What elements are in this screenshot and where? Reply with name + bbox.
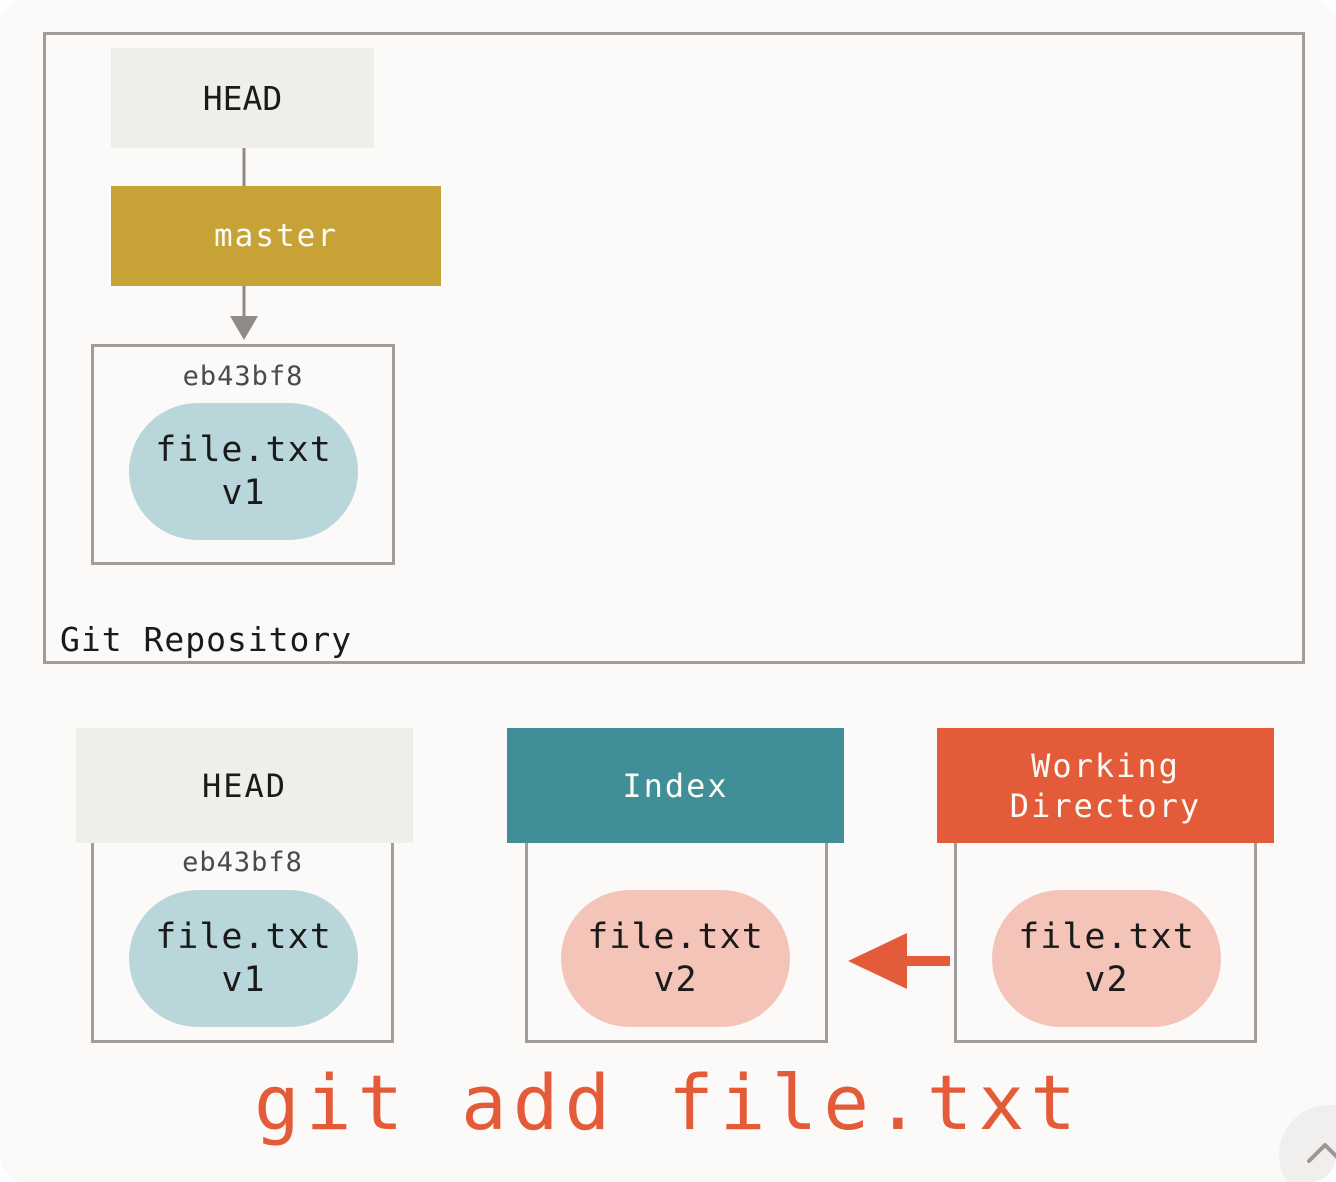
working-directory-blob-version: v2 xyxy=(1084,959,1129,1000)
head-tree-blob-name: file.txt xyxy=(155,916,332,957)
index-blob-name: file.txt xyxy=(587,916,764,957)
working-directory-header: Working Directory xyxy=(937,728,1274,843)
index-blob: file.txt v2 xyxy=(561,890,790,1027)
master-branch-label: master xyxy=(214,218,338,254)
head-tree-blob: file.txt v1 xyxy=(129,890,358,1027)
repository-label: Git Repository xyxy=(60,620,353,659)
head-tree-box: eb43bf8 file.txt v1 xyxy=(91,843,394,1043)
git-repository-frame xyxy=(43,32,1305,664)
commit-blob-version: v1 xyxy=(221,472,266,513)
commit-blob: file.txt v1 xyxy=(129,403,358,540)
staging-arrow-icon xyxy=(848,933,950,989)
working-directory-blob-name: file.txt xyxy=(1018,916,1195,957)
master-branch: master xyxy=(111,186,441,286)
head-tree-title: HEAD xyxy=(201,766,288,805)
git-command-label: git add file.txt xyxy=(253,1058,1083,1147)
head-tree-header: HEAD xyxy=(76,728,413,843)
working-directory-title-line2: Directory xyxy=(1009,786,1202,825)
working-directory-box: file.txt v2 xyxy=(954,843,1257,1043)
index-blob-version: v2 xyxy=(653,959,698,1000)
head-pointer: HEAD xyxy=(111,48,374,148)
index-header: Index xyxy=(507,728,844,843)
commit-blob-name: file.txt xyxy=(155,429,332,470)
commit-box: eb43bf8 file.txt v1 xyxy=(91,344,395,565)
index-title: Index xyxy=(622,766,729,805)
head-pointer-label: HEAD xyxy=(202,78,283,118)
head-tree-blob-version: v1 xyxy=(221,959,266,1000)
working-directory-title-line1: Working xyxy=(1031,746,1180,785)
head-tree-hash: eb43bf8 xyxy=(182,847,303,878)
master-to-commit-arrowhead xyxy=(230,316,258,340)
commit-hash: eb43bf8 xyxy=(182,361,304,392)
chevron-up-icon xyxy=(1307,1143,1336,1163)
working-directory-blob: file.txt v2 xyxy=(992,890,1221,1027)
index-box: file.txt v2 xyxy=(525,843,828,1043)
